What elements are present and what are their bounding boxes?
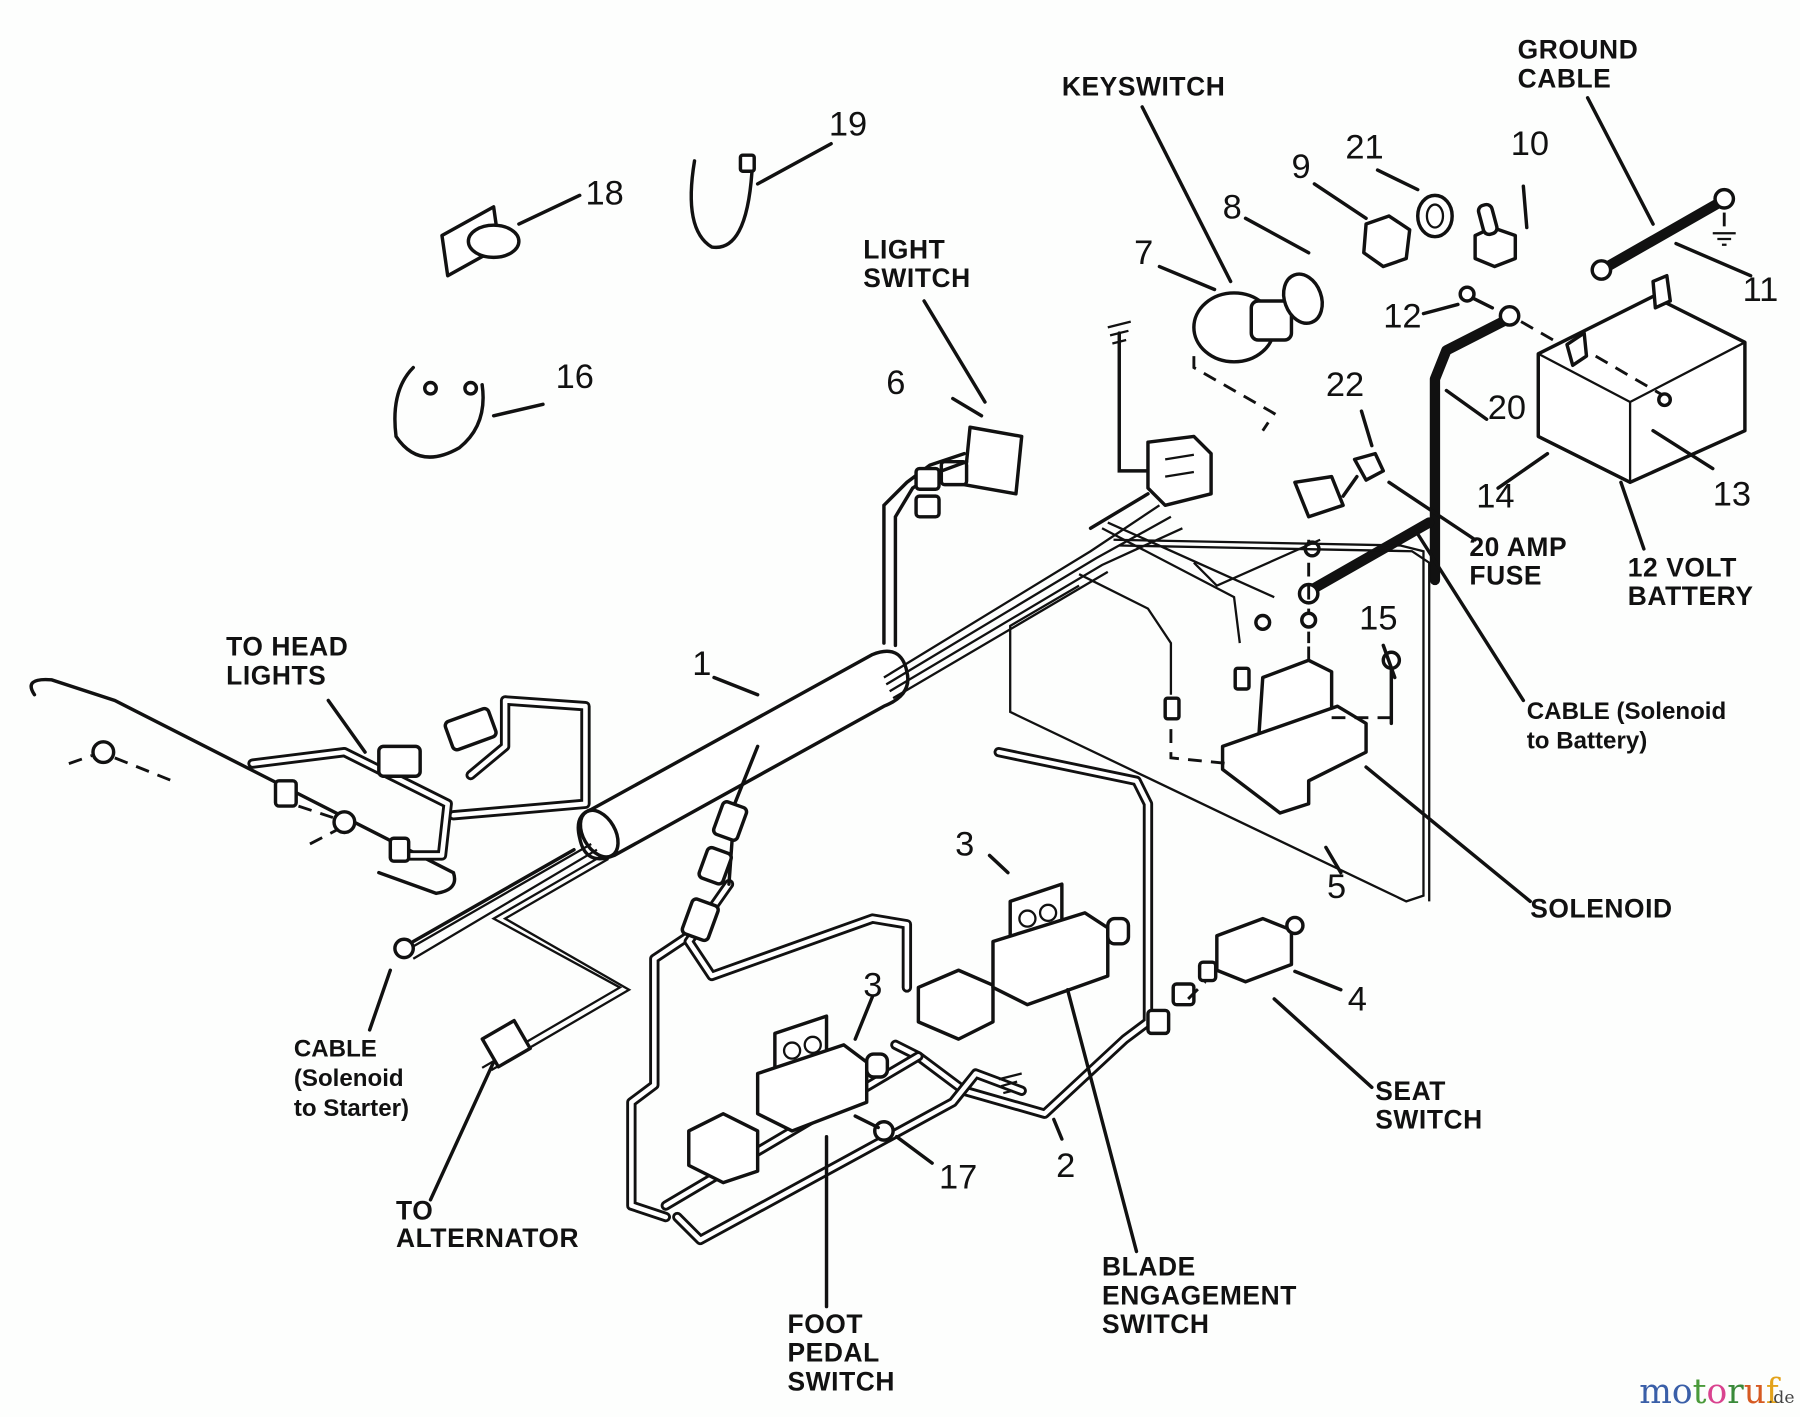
label-fuse-2: FUSE	[1469, 561, 1542, 591]
label-cable-solenoid-battery-1: CABLE (Solenoid	[1527, 698, 1726, 725]
terminal	[1163, 696, 1181, 721]
part-number-2: 2	[1056, 1147, 1075, 1185]
clamp-19	[689, 153, 756, 250]
label-seat-switch-1: SEAT	[1375, 1076, 1446, 1106]
label-cable-solenoid-battery-2: to Battery)	[1527, 728, 1647, 755]
part-number-6: 6	[886, 364, 905, 402]
label-cable-solenoid-starter-1: CABLE	[294, 1035, 377, 1062]
watermark-letter: m	[1639, 1372, 1672, 1412]
part-number-10: 10	[1511, 125, 1549, 163]
part-number-1: 1	[692, 645, 711, 683]
screw-12	[1458, 285, 1495, 310]
part-number-12: 12	[1383, 297, 1421, 335]
watermark-letter: o	[1672, 1372, 1693, 1412]
part-numbers: 1 2 3 3 4 5 6 7 8 9 10 11 12 13 14 15 16…	[556, 106, 1779, 1197]
part-number-13: 13	[1713, 475, 1751, 513]
solenoid-battery-cable	[1297, 517, 1435, 644]
callout-labels: KEYSWITCH GROUND CABLE LIGHT SWITCH TO H…	[226, 35, 1753, 1397]
part-number-17: 17	[939, 1158, 977, 1196]
part-number-7: 7	[1134, 234, 1153, 272]
headlight-harness	[29, 677, 591, 896]
label-solenoid: SOLENOID	[1530, 893, 1672, 923]
label-keyswitch: KEYSWITCH	[1062, 71, 1226, 101]
battery-cable	[1429, 304, 1562, 586]
label-ground-cable-2: CABLE	[1518, 63, 1612, 93]
foot-pedal-switch	[755, 1014, 895, 1142]
watermark-logo: motoruf .de	[1639, 1372, 1794, 1412]
part-number-21: 21	[1345, 129, 1383, 167]
part-number-8: 8	[1223, 188, 1242, 226]
part-number-14: 14	[1476, 478, 1514, 516]
part-number-19: 19	[829, 106, 867, 144]
watermark-letter: t	[1693, 1372, 1707, 1412]
label-alternator-2: ALTERNATOR	[396, 1223, 579, 1253]
main-harness	[393, 504, 1183, 1072]
blade-engagement-switch	[991, 882, 1131, 1007]
part-number-20: 20	[1488, 389, 1526, 427]
toggle-part-10	[1473, 202, 1518, 269]
part-number-3a: 3	[955, 825, 974, 863]
strap-16	[393, 365, 485, 459]
label-alternator-1: TO	[396, 1195, 433, 1225]
label-foot-pedal-3: SWITCH	[788, 1366, 896, 1396]
label-blade-3: SWITCH	[1102, 1309, 1210, 1339]
watermark-letter: u	[1744, 1372, 1766, 1412]
leader-lines	[326, 96, 1655, 1309]
label-cable-solenoid-starter-3: to Starter)	[294, 1095, 409, 1122]
battery	[1536, 273, 1747, 485]
part-number-9: 9	[1291, 148, 1310, 186]
watermark-letter: f	[1766, 1372, 1781, 1412]
label-fuse-1: 20 AMP	[1469, 532, 1567, 562]
label-light-switch-1: LIGHT	[863, 235, 945, 265]
watermark-letter: o	[1707, 1372, 1728, 1412]
label-ground-cable-1: GROUND	[1518, 35, 1639, 65]
label-battery-1: 12 VOLT	[1628, 552, 1737, 582]
part-number-3b: 3	[863, 967, 882, 1005]
label-foot-pedal-1: FOOT	[788, 1309, 864, 1339]
label-blade-1: BLADE	[1102, 1252, 1196, 1282]
terminal	[1254, 613, 1272, 632]
part-number-11: 11	[1743, 271, 1779, 309]
label-foot-pedal-2: PEDAL	[788, 1338, 880, 1368]
light-switch	[882, 425, 1024, 648]
terminal	[1233, 666, 1251, 691]
label-battery-2: BATTERY	[1628, 581, 1754, 611]
seat-switch	[1146, 915, 1305, 1036]
part-number-18: 18	[585, 175, 623, 213]
clip-18	[440, 205, 521, 278]
connector-lower-left	[687, 968, 995, 1185]
part-number-22: 22	[1326, 366, 1364, 404]
label-head-lights-2: LIGHTS	[226, 660, 326, 690]
label-cable-solenoid-starter-2: (Solenoid	[294, 1065, 404, 1092]
number-leaders	[491, 141, 1753, 1165]
part-number-16: 16	[556, 358, 594, 396]
part-number-5: 5	[1327, 868, 1346, 906]
part-number-15: 15	[1359, 599, 1397, 637]
label-head-lights-1: TO HEAD	[226, 632, 348, 662]
label-blade-2: ENGAGEMENT	[1102, 1280, 1297, 1310]
watermark-letter: r	[1727, 1372, 1744, 1412]
label-seat-switch-2: SWITCH	[1375, 1105, 1483, 1135]
label-light-switch-2: SWITCH	[863, 263, 971, 293]
solenoid-wires	[1009, 521, 1431, 903]
part-number-4: 4	[1348, 980, 1367, 1018]
keyswitch-assembly	[1107, 193, 1454, 473]
harness-connector	[1088, 434, 1213, 530]
fuse	[1293, 451, 1386, 519]
watermark-suffix: .de	[1768, 1388, 1795, 1408]
watermark-text: motoruf	[1639, 1372, 1781, 1412]
ground-cable	[1590, 187, 1736, 281]
solenoid	[1169, 643, 1402, 815]
